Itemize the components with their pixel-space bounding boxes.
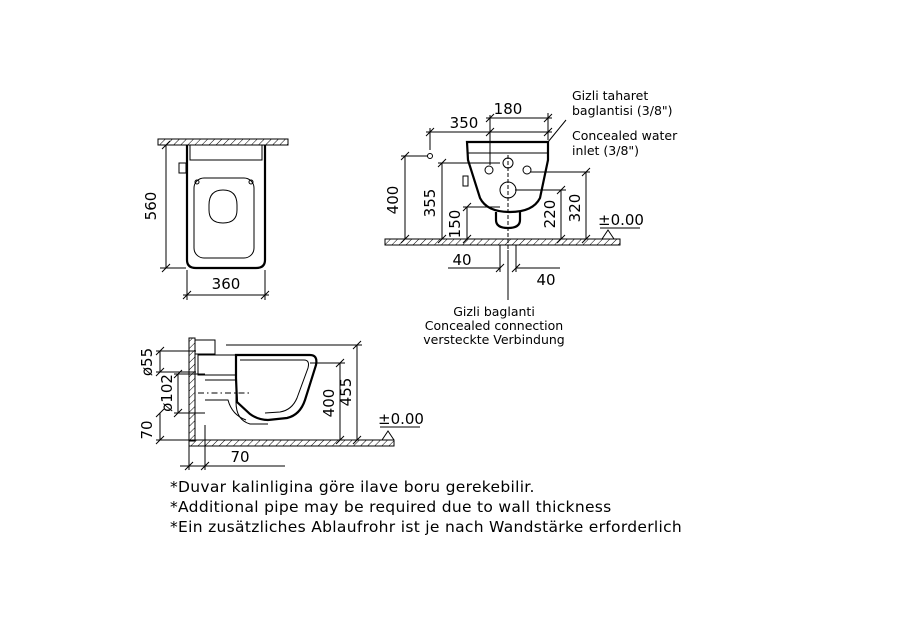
- connection-tr: Gizli baglanti: [453, 304, 535, 319]
- dim-h70: 70: [138, 420, 156, 439]
- dim-width: 360: [212, 275, 241, 293]
- dim-400: 400: [384, 186, 402, 215]
- connection-de: versteckte Verbindung: [423, 332, 564, 347]
- dim-320: 320: [566, 194, 584, 223]
- dim-70-bottom: 70: [230, 448, 249, 466]
- dim-150: 150: [446, 210, 464, 239]
- dim-180: 180: [494, 100, 523, 118]
- dim-depth: 560: [142, 192, 160, 221]
- dim-d55: ø55: [138, 348, 156, 376]
- connection-en: Concealed connection: [425, 318, 563, 333]
- note-de: *Ein zusätzliches Ablaufrohr ist je nach…: [170, 518, 682, 536]
- dim-d102: ø102: [158, 374, 176, 412]
- zero-level-side: ±0.00: [378, 410, 424, 428]
- wall-hatch: [157, 138, 289, 146]
- front-view: 350 180 400 355 150 220 320 ±0.00: [384, 88, 678, 347]
- top-view: 560 360: [142, 138, 289, 300]
- note-en: *Additional pipe may be required due to …: [170, 498, 612, 516]
- dim-220: 220: [541, 200, 559, 229]
- zero-level-front: ±0.00: [598, 211, 644, 229]
- dim-355: 355: [421, 189, 439, 218]
- bowl-outline: [185, 145, 267, 270]
- water-inlet-en-1: Concealed water: [572, 128, 678, 143]
- seat-outline: [193, 177, 255, 259]
- bowl-front-outline: [465, 140, 550, 214]
- side-view: ø55 ø102 70 400 455 ±0.00 70: [138, 337, 424, 471]
- dim-400-side: 400: [320, 389, 338, 418]
- water-inlet-tr-1: Gizli taharet: [572, 88, 648, 103]
- water-inlet-tr-2: baglantisi (3/8"): [572, 103, 673, 118]
- note-tr: *Duvar kalinligina göre ilave boru gerek…: [170, 478, 535, 496]
- dim-350: 350: [450, 114, 479, 132]
- dim-455: 455: [337, 378, 355, 407]
- water-inlet-en-2: inlet (3/8"): [572, 143, 639, 158]
- dim-40-left: 40: [452, 251, 471, 269]
- bowl-side-outline: [234, 353, 318, 422]
- side-wall-hatch: [188, 337, 196, 442]
- floor-hatch: [384, 238, 621, 246]
- bowl-opening: [208, 189, 238, 224]
- dim-40-right: 40: [536, 271, 555, 289]
- side-floor-hatch: [188, 439, 395, 447]
- inlet-marker: [427, 153, 433, 159]
- notes: *Duvar kalinligina göre ilave boru gerek…: [170, 478, 682, 536]
